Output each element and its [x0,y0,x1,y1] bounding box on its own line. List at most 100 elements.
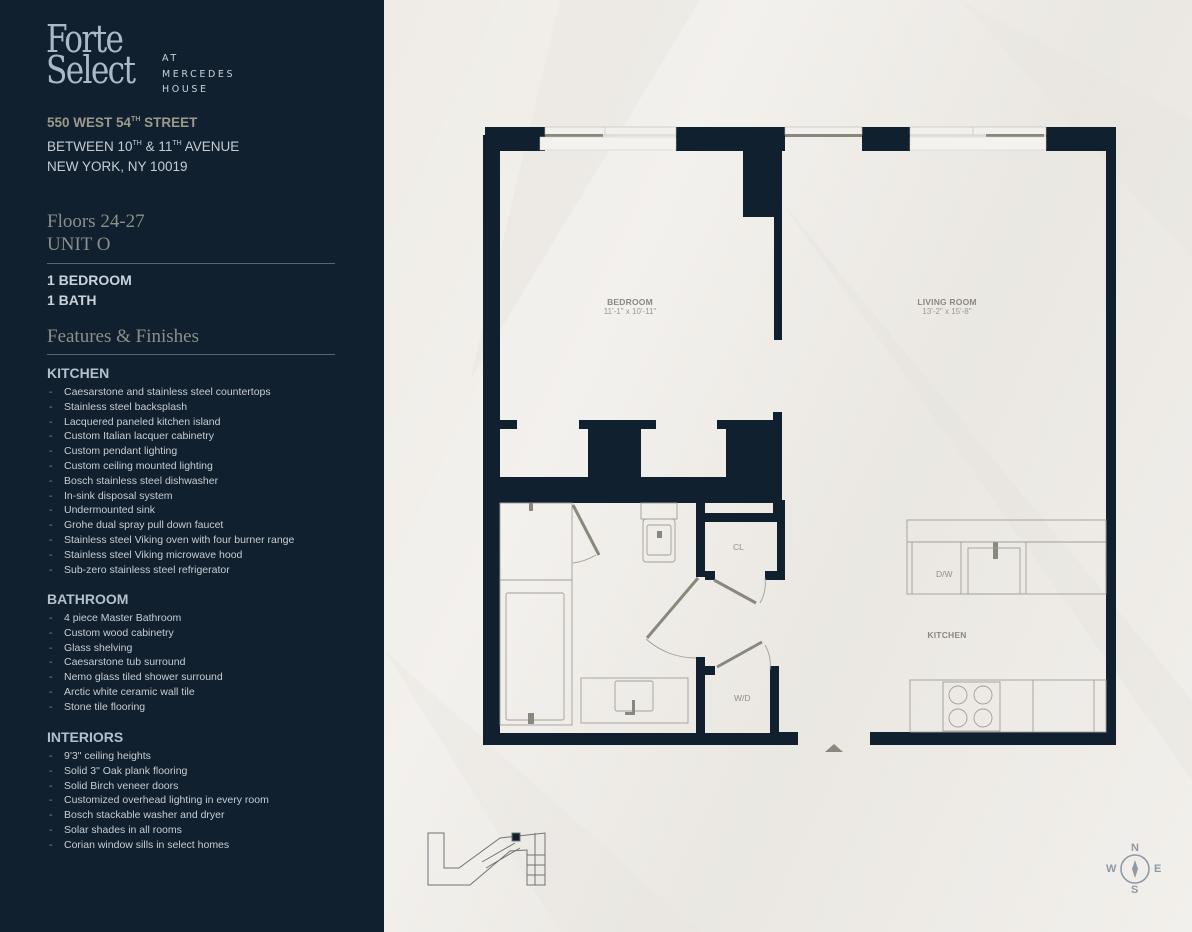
feature-list: -9'3" ceiling heights-Solid 3" Oak plank… [47,749,269,853]
entry-marker-icon [825,744,843,752]
cross-street-c: AVENUE [181,138,240,154]
feature-text: Stone tile flooring [64,700,146,713]
feature-text: Caesarstone and stainless steel countert… [64,386,271,398]
address-street: 550 WEST 54TH STREET [47,110,239,134]
feature-text: Stainless steel Viking oven with four bu… [64,533,295,546]
bullet-dash: - [49,626,53,639]
brand-logo: Forte Select AT MERCEDES HOUSE [46,17,233,95]
feature-item: -Custom Italian lacquer cabinetry [47,429,294,444]
fixture-accents [528,503,998,724]
divider [47,263,335,264]
bullet-dash: - [49,656,53,669]
bullet-dash: - [49,474,53,487]
feature-text: Stainless steel backsplash [64,400,188,413]
feature-text: Grohe dual spray pull down faucet [64,519,224,532]
section-title: KITCHEN [47,365,110,381]
feature-text: Solid 3" Oak plank flooring [64,764,188,777]
feature-item: -4 piece Master Bathroom [47,611,223,626]
features-kitchen: KITCHEN -Caesarstone and stainless steel… [47,364,294,577]
features-bathroom: BATHROOM -4 piece Master Bathroom-Custom… [47,590,223,715]
room-label-kitchen: KITCHEN [887,630,1007,640]
bullet-dash: - [49,671,53,684]
logo-word-select: Select [46,48,136,92]
section-title: BATHROOM [47,591,129,607]
key-plan-icon [427,832,546,886]
info-sidebar: Forte Select AT MERCEDES HOUSE 550 WEST … [0,0,384,932]
burner [948,708,968,728]
bullet-dash: - [49,823,53,836]
feature-text: Stainless steel Viking microwave hood [64,548,243,561]
features-title: Features & Finishes [47,326,199,347]
feature-text: Custom pendant lighting [64,445,178,458]
bullet-dash: - [49,504,53,517]
floorplan-drawing [384,0,1192,932]
address-cross-streets: BETWEEN 10TH & 11TH AVENUE [47,134,239,158]
burner [973,708,993,728]
feature-item: -Lacquered paneled kitchen island [47,415,294,430]
unit-name: UNIT O [47,234,111,255]
feature-list: -Caesarstone and stainless steel counter… [47,385,294,577]
feature-text: Nemo glass tiled shower surround [64,671,223,684]
closet-label: CL [733,542,744,552]
feature-item: -Grohe dual spray pull down faucet [47,518,294,533]
ordinal-suffix: TH [132,139,142,147]
windows [539,126,1047,151]
wd-door [716,640,763,669]
lower-counter [909,679,1107,733]
compass-s: S [1131,884,1139,896]
feature-item: -Sub-zero stainless steel refrigerator [47,563,294,578]
compass-icon [1120,854,1150,884]
feature-item: -Solid 3" Oak plank flooring [47,764,269,779]
bath-count: 1 BATH [47,291,97,308]
unit-summary: 1 BEDROOM 1 BATH [47,271,132,310]
room-name: LIVING ROOM [917,297,977,307]
burner [948,685,968,705]
address-street-number: 550 WEST 54 [47,115,132,130]
bullet-dash: - [49,489,53,502]
address-street-suffix: STREET [140,115,198,130]
ordinal-suffix: TH [172,139,182,147]
unit-heading: Floors 24-27 UNIT O [47,210,145,256]
vanity [580,677,689,724]
feature-item: -Custom ceiling mounted lighting [47,459,294,474]
room-dimensions: 11'-1" x 10'-11" [603,307,657,316]
feature-text: 9'3" ceiling heights [64,750,151,762]
bullet-dash: - [49,750,53,762]
bullet-dash: - [49,779,53,792]
bullet-dash: - [49,400,53,413]
closet-door [713,578,757,605]
dishwasher-label: D/W [936,569,953,579]
floorplan-panel: BEDROOM 11'-1" x 10'-11" LIVING ROOM 13'… [384,0,1192,932]
feature-item: -Stainless steel Viking oven with four b… [47,533,294,548]
tub-area [499,502,573,726]
logo-subtitle: AT MERCEDES HOUSE [162,51,235,98]
feature-item: -Bosch stainless steel dishwasher [47,474,294,489]
burner [973,685,993,705]
feature-text: Custom ceiling mounted lighting [64,459,213,472]
washer-dryer-label: W/D [734,693,751,703]
toilet-tank [640,502,678,520]
divider [47,354,335,355]
logo-word-forte: Forte [46,17,124,61]
bullet-dash: - [49,415,53,428]
compass-w: W [1106,863,1117,875]
section-title: INTERIORS [47,729,124,745]
feature-text: Solar shades in all rooms [64,823,182,836]
bullet-dash: - [49,563,53,576]
feature-text: Solid Birch veneer doors [64,779,179,792]
feature-item: -Arctic white ceramic wall tile [47,685,223,700]
bullet-dash: - [49,548,53,561]
feature-item: -Custom wood cabinetry [47,626,223,641]
walls [483,127,1116,745]
logo-sub-mercedes: MERCEDES [162,68,236,80]
feature-item: -Glass shelving [47,641,223,656]
bath-closet-door [571,504,601,556]
feature-item: -Customized overhead lighting in every r… [47,793,269,808]
room-dimensions: 13'-2" x 15'-8" [922,307,972,316]
feature-item: -Solar shades in all rooms [47,823,269,838]
feature-item: -Bosch stackable washer and dryer [47,808,269,823]
feature-text: 4 piece Master Bathroom [64,612,182,624]
features-interiors: INTERIORS -9'3" ceiling heights-Solid 3"… [47,728,269,853]
feature-text: Sub-zero stainless steel refrigerator [64,563,230,576]
feature-item: -Caesarstone tub surround [47,655,223,670]
